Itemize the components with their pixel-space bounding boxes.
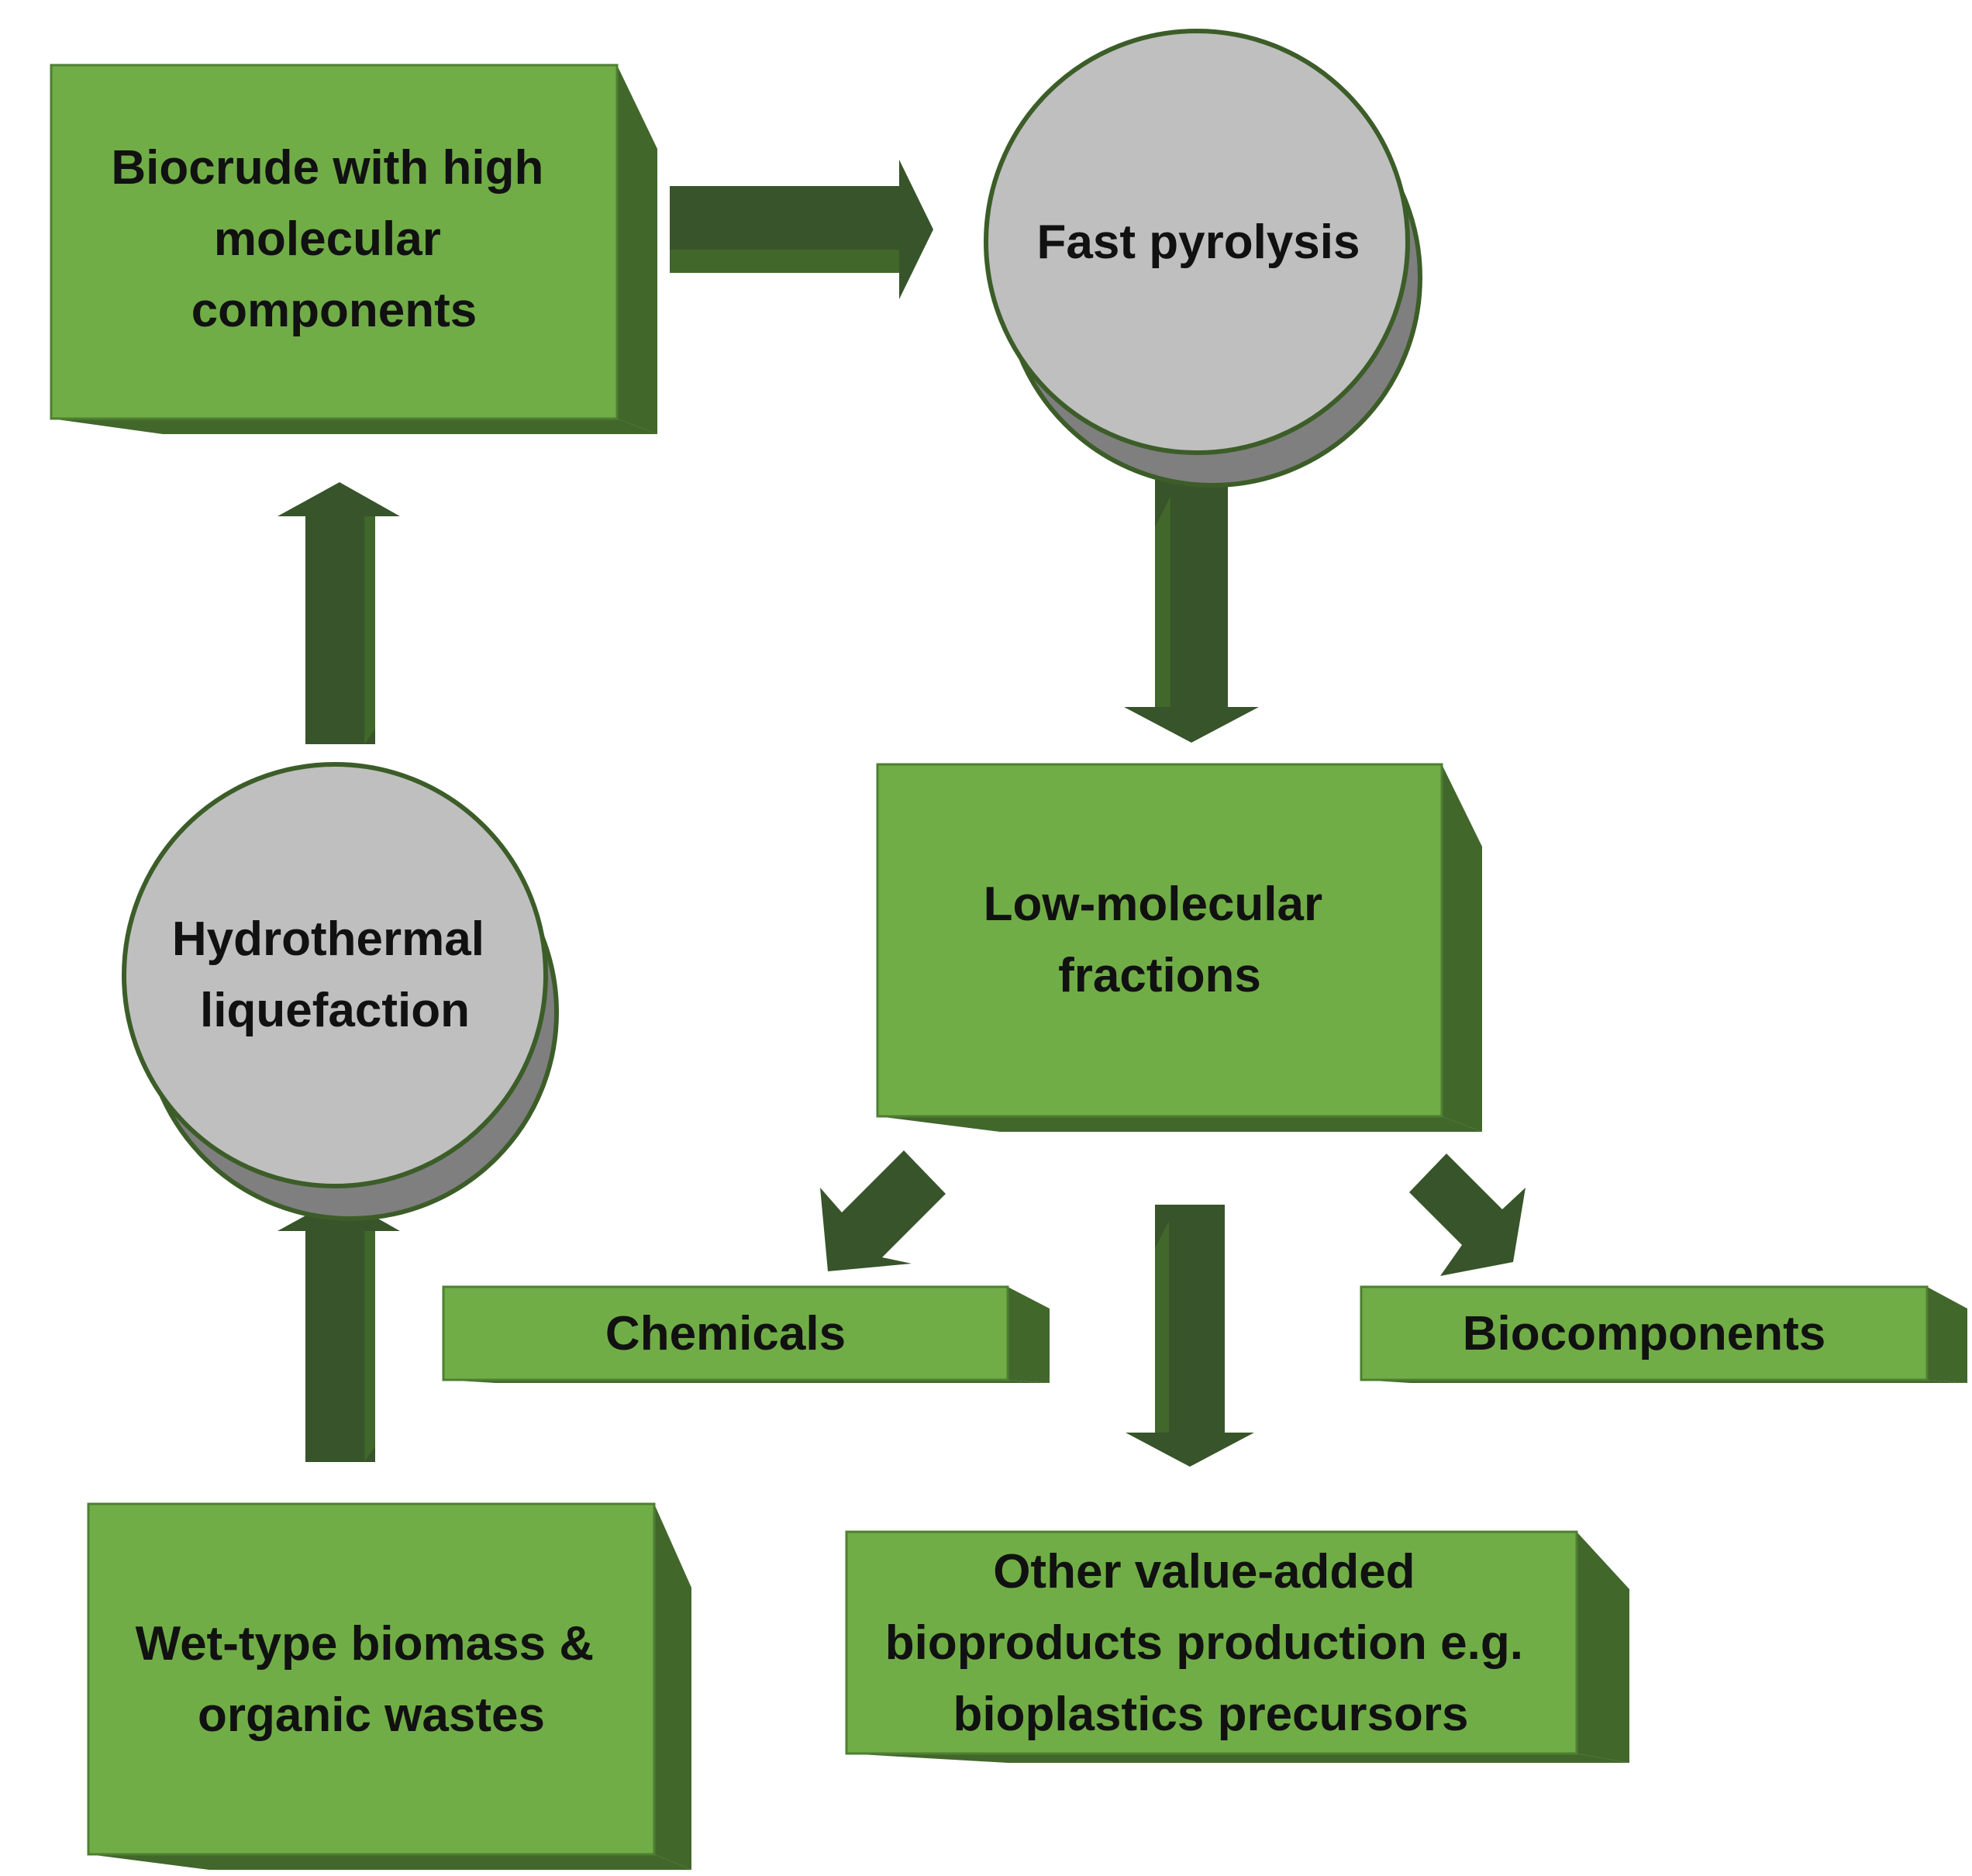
arrow-htl-to-biocrude bbox=[278, 482, 400, 744]
node-fast-pyrolysis[interactable]: Fast pyrolysis bbox=[984, 29, 1422, 488]
node-low-molecular[interactable]: Low-molecular fractions bbox=[876, 763, 1482, 1132]
arrow-low-molecular-to-other-bioproducts bbox=[1126, 1205, 1254, 1467]
node-other-bioproducts-label: Other value-added bioproducts production… bbox=[885, 1545, 1536, 1741]
node-biocomponents[interactable]: Biocomponents bbox=[1360, 1285, 1967, 1383]
node-chemicals[interactable]: Chemicals bbox=[442, 1285, 1050, 1383]
arrow-wet-biomass-to-htl bbox=[278, 1197, 400, 1462]
node-htl-label: Hydrothermal liquefaction bbox=[172, 912, 498, 1037]
node-biocomponents-label: Biocomponents bbox=[1463, 1307, 1825, 1360]
node-low-molecular-label: Low-molecular fractions bbox=[984, 878, 1336, 1002]
arrow-biocrude-to-fast-pyrolysis bbox=[670, 160, 933, 299]
node-biocrude-label: Biocrude with high molecular components bbox=[111, 141, 557, 337]
node-htl[interactable]: Hydrothermal liquefaction bbox=[122, 762, 559, 1221]
node-wet-biomass[interactable]: Wet-type biomass & organic wastes bbox=[87, 1502, 691, 1870]
arrow-fast-pyrolysis-to-low-molecular bbox=[1124, 479, 1259, 743]
node-fast-pyrolysis-label: Fast pyrolysis bbox=[1037, 216, 1360, 269]
node-wet-biomass-label: Wet-type biomass & organic wastes bbox=[136, 1617, 608, 1742]
arrow-low-molecular-to-chemicals bbox=[820, 1150, 946, 1271]
node-chemicals-label: Chemicals bbox=[605, 1307, 846, 1360]
node-biocrude[interactable]: Biocrude with high molecular components bbox=[50, 64, 657, 434]
arrow-low-molecular-to-biocomponents bbox=[1409, 1154, 1526, 1276]
node-other-bioproducts[interactable]: Other value-added bioproducts production… bbox=[845, 1530, 1629, 1763]
